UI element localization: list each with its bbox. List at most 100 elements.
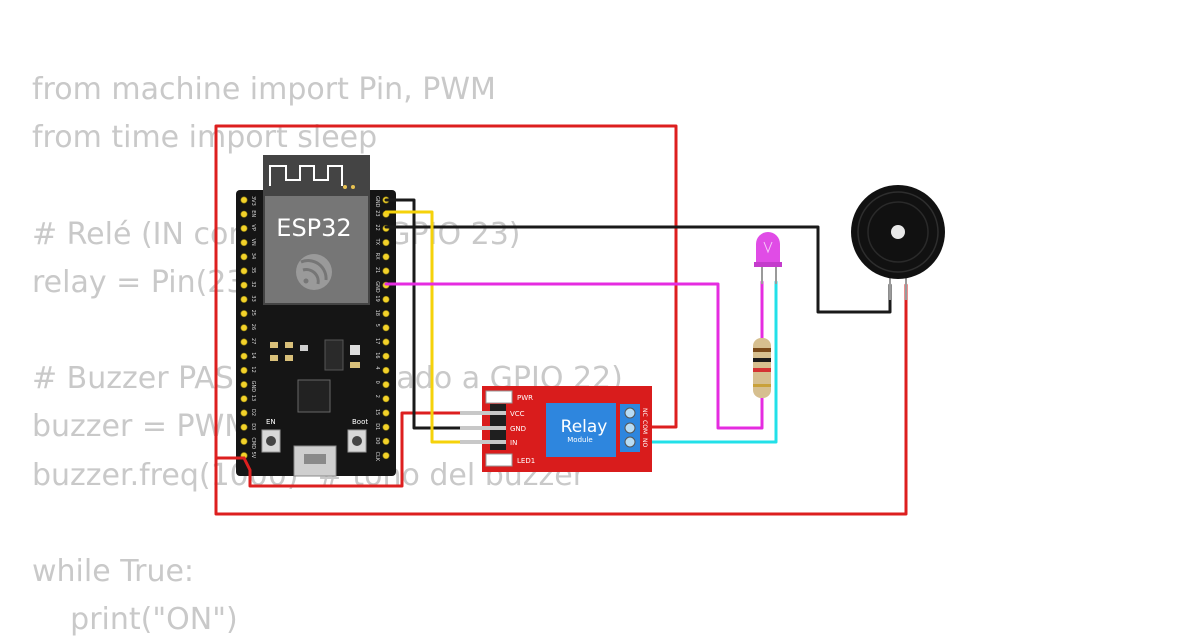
en-button-label: EN (266, 418, 276, 426)
esp32-pin-left-14[interactable] (240, 395, 248, 403)
esp32-pin-label: 4 (374, 366, 380, 369)
pwr-led (485, 390, 513, 404)
relay-pin-in[interactable] (460, 440, 506, 444)
esp32-pin-right-9[interactable] (382, 324, 390, 332)
esp32-pin-label: 19 (374, 295, 380, 301)
resistor-band-3 (753, 368, 771, 372)
esp32-pin-right-11[interactable] (382, 352, 390, 360)
esp32-pin-right-13[interactable] (382, 381, 390, 389)
resistor[interactable] (753, 338, 771, 398)
esp32-pin-label: 2 (374, 395, 380, 398)
esp32-pin-right-8[interactable] (382, 310, 390, 318)
en-button[interactable] (261, 429, 281, 453)
led1-label: LED1 (517, 457, 535, 465)
esp32-pin-right-15[interactable] (382, 409, 390, 417)
esp32-pin-left-1[interactable] (240, 210, 248, 218)
esp32-pin-label: D0 (374, 437, 380, 444)
usb-chip (297, 379, 331, 413)
resistor-band-2 (753, 358, 771, 362)
relay-pin-gnd[interactable] (460, 426, 506, 430)
esp32-pin-right-14[interactable] (382, 395, 390, 403)
esp32-pin-right-7[interactable] (382, 295, 390, 303)
esp32-pin-right-10[interactable] (382, 338, 390, 346)
esp32-pin-left-5[interactable] (240, 267, 248, 275)
esp32-pin-label: VP (250, 224, 256, 230)
esp32-pin-label: 5V (250, 452, 256, 459)
wire-relay-no-to-led (628, 280, 778, 444)
esp32-pin-left-16[interactable] (240, 423, 248, 431)
esp32-pin-right-16[interactable] (382, 423, 390, 431)
esp32-pin-label: 26 (250, 324, 256, 330)
esp32-pin-label: 35 (250, 267, 256, 273)
led-base (754, 262, 782, 267)
esp32-pin-left-4[interactable] (240, 253, 248, 261)
esp32-pin-right-3[interactable] (382, 239, 390, 247)
status-led (485, 453, 513, 467)
relay-module[interactable]: PWR LED1 VCC GND IN Relay Module NC COM … (460, 386, 652, 472)
esp32-pin-label: EN (250, 210, 256, 217)
esp32-pin-label: RX (374, 253, 380, 260)
esp32-pin-left-9[interactable] (240, 324, 248, 332)
esp32-pin-label: GND (374, 281, 380, 293)
esp32-pin-left-13[interactable] (240, 381, 248, 389)
terminal-screw-com[interactable] (624, 422, 636, 434)
resistor-band-tolerance (753, 384, 771, 387)
esp32-pin-label: 13 (250, 395, 256, 401)
esp32-pin-label: 18 (374, 310, 380, 316)
boot-button-label: Boot (352, 418, 368, 426)
esp32-pin-label: 5 (374, 324, 380, 327)
esp32-pin-right-4[interactable] (382, 253, 390, 261)
terminal-screw-nc[interactable] (624, 407, 636, 419)
esp32-pin-label: 33 (250, 295, 256, 301)
esp32-pin-label: TX (374, 238, 380, 246)
wire-gpio-to-relay-in (384, 210, 494, 444)
esp32-pin-left-10[interactable] (240, 338, 248, 346)
pwr-label: PWR (517, 394, 533, 402)
led-component[interactable] (754, 232, 782, 284)
wire-gnd-to-relay-gnd (384, 198, 494, 430)
esp32-pin-left-12[interactable] (240, 366, 248, 374)
contact-label-com: COM (641, 420, 648, 434)
esp32-pin-left-17[interactable] (240, 437, 248, 445)
contact-label-nc: NC (641, 408, 648, 417)
code-line: while True: (32, 553, 195, 589)
esp32-pin-label: 21 (374, 267, 380, 273)
esp32-pin-label: 32 (250, 281, 256, 287)
boot-button[interactable] (347, 429, 367, 453)
led-body (756, 232, 780, 264)
esp32-pin-left-7[interactable] (240, 295, 248, 303)
esp32-pin-left-8[interactable] (240, 310, 248, 318)
esp32-pin-label: D3 (250, 423, 256, 430)
esp32-pin-left-0[interactable] (240, 196, 248, 204)
esp32-pin-label: 27 (250, 338, 256, 344)
esp32-pin-label: D1 (374, 423, 380, 430)
wifi-antenna-trace (269, 165, 343, 186)
wire-gnd-to-buzzer (214, 283, 908, 516)
relay-sublabel: Module (567, 436, 592, 444)
esp32-pin-label: 22 (374, 224, 380, 230)
micro-usb-port[interactable] (293, 445, 337, 477)
esp32-pin-right-17[interactable] (382, 437, 390, 445)
buzzer[interactable] (851, 185, 945, 300)
buzzer-hole (891, 225, 905, 239)
esp32-pin-left-15[interactable] (240, 409, 248, 417)
esp32-pin-label: 0 (374, 381, 380, 384)
esp32-pin-label: D2 (250, 409, 256, 416)
esp32-pin-left-2[interactable] (240, 224, 248, 232)
relay-pin-vcc[interactable] (460, 411, 506, 415)
relay-pin-label: GND (510, 425, 526, 433)
esp32-pin-right-12[interactable] (382, 366, 390, 374)
esp32-pin-left-3[interactable] (240, 239, 248, 247)
esp32-left-pin-header: 3V3ENVPVN343532332526271412GND13D2D3CMD5… (240, 196, 256, 460)
esp32-pin-left-11[interactable] (240, 352, 248, 360)
esp32-pin-right-5[interactable] (382, 267, 390, 275)
wire-gpio-to-resistor (384, 282, 764, 430)
esp32-pin-right-18[interactable] (382, 452, 390, 460)
esp32-pin-left-6[interactable] (240, 281, 248, 289)
esp32-pin-label: 14 (250, 352, 256, 358)
esp32-label: ESP32 (276, 214, 351, 242)
esp32-pin-label: 12 (250, 366, 256, 372)
terminal-screw-no[interactable] (624, 436, 636, 448)
